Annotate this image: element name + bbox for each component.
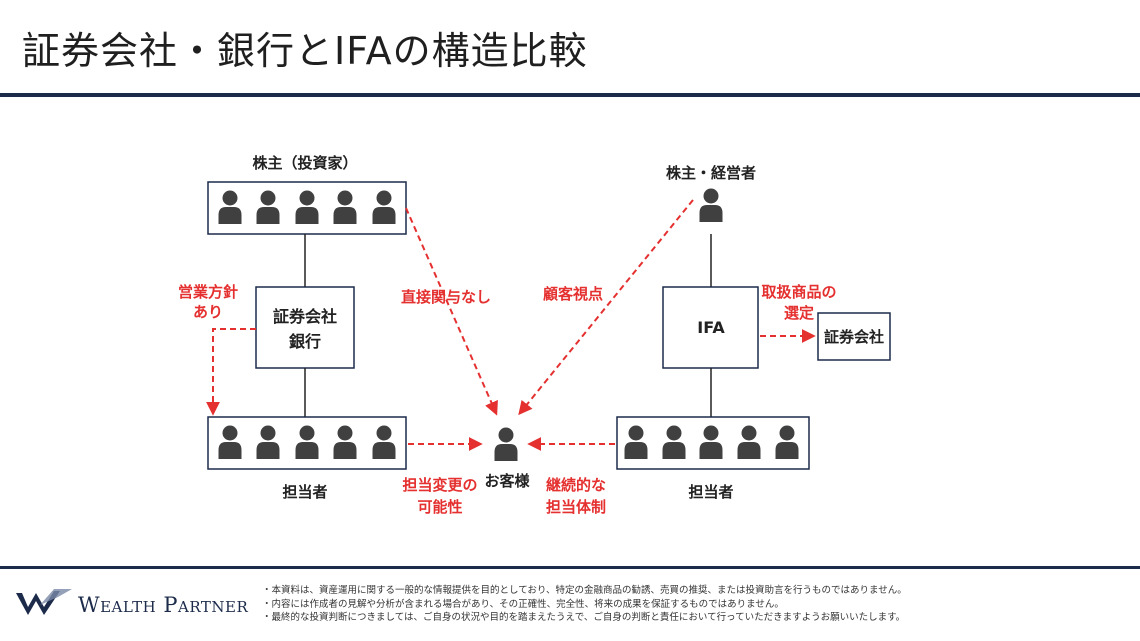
customer-person-icon [494, 427, 518, 461]
disclaimer-line-2: ・内容には作成者の見解や分析が含まれる場合があり、その正確性、完全性、将来の成果… [262, 598, 784, 610]
disclaimer: ・本資料は、資産運用に関する一般的な情報提供を目的としており、特定の金融商品の勧… [262, 584, 907, 625]
ifa-box [662, 286, 759, 369]
left-org-label-2: 銀行 [289, 332, 321, 351]
policy-arrow [206, 328, 256, 416]
owner-person-icon [699, 188, 723, 222]
ifa-label: IFA [697, 318, 725, 337]
title-divider [0, 93, 1140, 97]
change-label-1: 担当変更の [402, 476, 477, 494]
selection-label-2: 選定 [784, 304, 814, 322]
left-staff-label: 担当者 [282, 483, 327, 501]
continuity-label-1: 継続的な [546, 476, 606, 494]
customer-label: お客様 [484, 472, 530, 490]
left-org-label-1: 証券会社 [273, 307, 337, 326]
policy-label-2: あり [193, 303, 223, 321]
policy-label-1: 営業方針 [178, 283, 238, 301]
disclaimer-line-3: ・最終的な投資判断につきましては、ご自身の状況や目的を踏まえたうえで、ご自身の判… [262, 612, 906, 623]
left-shareholders-label: 株主（投資家） [252, 154, 357, 172]
change-label-2: 可能性 [417, 498, 462, 516]
viewpoint-label: 顧客視点 [543, 285, 603, 303]
direct-label: 直接関与なし [401, 288, 491, 306]
left-org-box [255, 286, 355, 369]
right-owner-label: 株主・経営者 [666, 164, 756, 182]
footer-divider [0, 566, 1140, 569]
viewpoint-arrow [518, 199, 694, 416]
disclaimer-line-1: ・本資料は、資産運用に関する一般的な情報提供を目的としており、特定の金融商品の勧… [262, 585, 907, 596]
wealth-partner-logo-icon [16, 589, 72, 615]
brand-name: Wealth Partner [78, 593, 249, 617]
structure-diagram: 株主（投資家） 証券会社 銀行 担当者 営業方針 あり 直接関与なし 担当変更の… [178, 154, 891, 516]
broker-label: 証券会社 [824, 328, 884, 346]
direct-arrow [405, 207, 498, 416]
page-title: 証券会社・銀行とIFAの構造比較 [22, 29, 588, 73]
continuity-label-2: 担当体制 [546, 498, 606, 516]
right-staff-label: 担当者 [688, 483, 733, 501]
selection-label-1: 取扱商品の [761, 283, 836, 301]
broker-box [817, 312, 891, 361]
